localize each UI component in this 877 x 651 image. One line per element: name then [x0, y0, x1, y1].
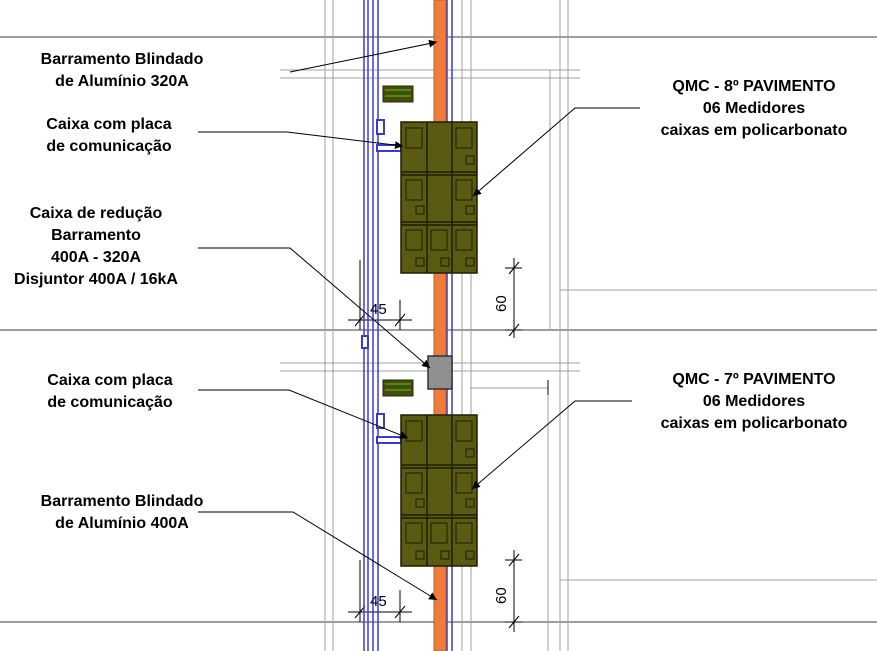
label-line: 400A - 320A: [50, 249, 142, 266]
leader-reduction: [198, 247, 431, 369]
label-busbar-bottom: Barramento Blindado de Alumínio 400A: [12, 491, 232, 535]
label-qmc-7: QMC - 7º PAVIMENTO 06 Medidores caixas e…: [638, 369, 870, 435]
leader-qmc7: [471, 400, 632, 490]
label-qmc-8: QMC - 8º PAVIMENTO 06 Medidores caixas e…: [638, 76, 870, 142]
leader-lines: [198, 39, 640, 601]
label-line: Barramento Blindado: [40, 493, 204, 510]
meter-cabinet-7: [400, 414, 478, 567]
label-line: de Alumínio 320A: [55, 73, 189, 90]
meter-cabinet-8: [400, 121, 478, 274]
label-line: Barramento: [51, 227, 141, 244]
dim-45-upper: 45: [370, 301, 387, 318]
label-busbar-top: Barramento Blindado de Alumínio 320A: [12, 49, 232, 93]
leader-comm-top: [198, 131, 404, 150]
dim-60-upper: 60: [493, 295, 510, 312]
leader-qmc8: [472, 107, 640, 197]
comm-device-icon: [382, 85, 414, 397]
label-line: QMC - 7º PAVIMENTO: [672, 371, 836, 388]
label-line: QMC - 8º PAVIMENTO: [672, 78, 836, 95]
label-line: de comunicação: [46, 138, 172, 155]
label-line: Disjuntor 400A / 16kA: [14, 271, 178, 288]
label-reduction-box: Caixa de redução Barramento 400A - 320A …: [0, 203, 192, 291]
leader-busbar-bottom: [198, 511, 438, 601]
label-line: Barramento Blindado: [40, 51, 204, 68]
dim-60-lower: 60: [493, 587, 510, 604]
leader-busbar-top: [289, 39, 438, 73]
label-line: Caixa com placa: [47, 372, 173, 389]
label-line: 06 Medidores: [702, 393, 806, 410]
label-line: Caixa com placa: [46, 116, 172, 133]
reduction-box: [427, 355, 453, 390]
label-line: caixas em policarbonato: [660, 122, 848, 139]
label-line: caixas em policarbonato: [660, 415, 848, 432]
leader-comm-bottom: [198, 389, 409, 439]
dim-45-lower: 45: [370, 593, 387, 610]
label-line: de Alumínio 400A: [55, 515, 189, 532]
label-line: de comunicação: [47, 394, 173, 411]
label-line: 06 Medidores: [702, 100, 806, 117]
label-line: Caixa de redução: [29, 205, 163, 222]
label-comm-box-top: Caixa com placa de comunicação: [14, 114, 204, 158]
label-comm-box-bottom: Caixa com placa de comunicação: [16, 370, 204, 414]
